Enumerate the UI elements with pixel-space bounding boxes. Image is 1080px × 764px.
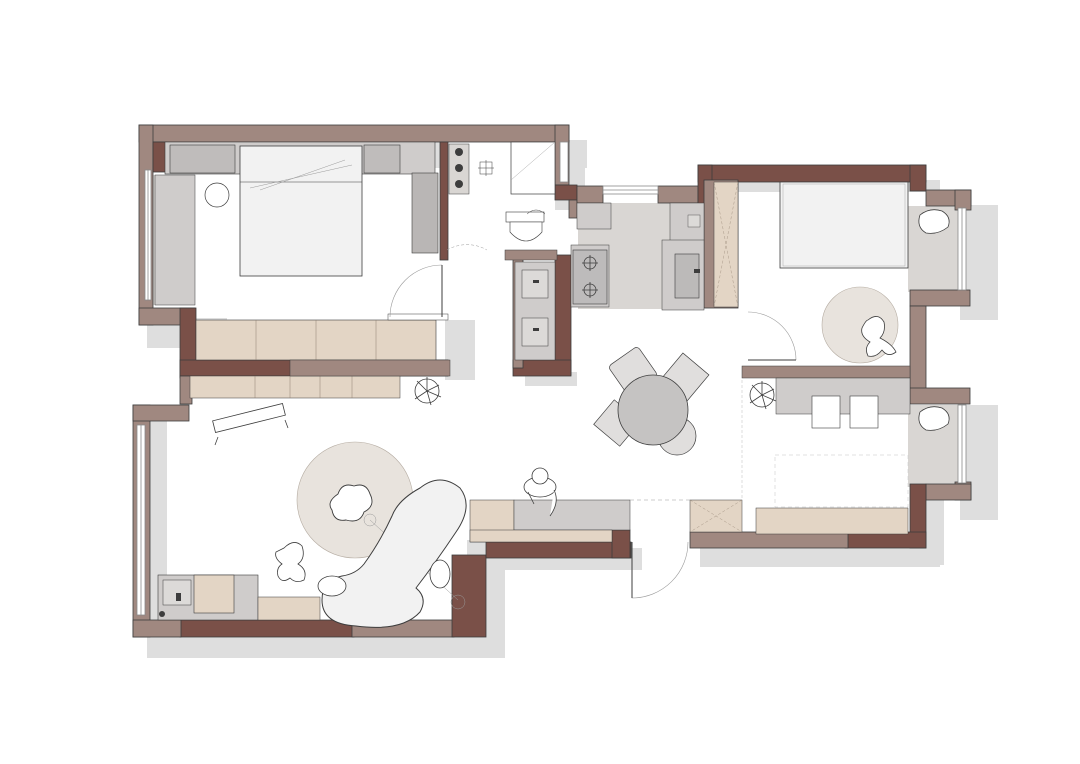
hallway-shelving [189,375,401,399]
study-chair-2 [849,395,879,429]
toilet-bowl [509,221,543,242]
study-chair-1 [811,395,841,429]
bedroom-plant-top [918,209,950,234]
study-desk [775,377,911,415]
wall-small-bedroom-top [697,164,927,183]
sink-basin-2 [521,317,549,347]
bedroom-large [154,141,449,361]
coffee-table [329,484,373,522]
bathroom [446,141,558,361]
sink-basin-1 [521,269,549,299]
burners [582,255,598,298]
bedroom-plant-bottom [918,406,950,431]
curved-sofa [321,479,467,628]
wall-living-bottom [179,619,355,638]
wall-kitchen-left [554,254,572,376]
single-bed [779,181,909,269]
plant-hallway [414,377,442,406]
toy-rug-living [275,542,306,582]
windows [136,141,967,616]
bedroom-desk [411,172,439,254]
entry-door-swing [631,541,689,599]
vanity-counter [504,249,558,261]
wall-bathroom-left [439,141,449,261]
small-bedroom-door-swing [747,311,797,361]
person-topview [523,467,557,517]
bedroom-door-swing [389,264,443,318]
wall-kitchen-top [576,185,604,204]
bedroom-bay-seat [154,174,196,306]
entry-bench [212,402,289,446]
bedroom-small [747,181,950,431]
kitchen-counter-top [576,202,612,230]
study-shelf-top [741,365,911,379]
window-bathroom-top [559,141,569,183]
bedside-lamp [204,182,230,208]
dining-area [593,347,710,456]
entry-counter [513,499,631,531]
fridge [713,181,739,308]
floor-drain [478,160,494,176]
double-bed [239,145,363,277]
kitchen [570,181,739,311]
living-room [157,441,467,628]
bathroom-door-swing [446,244,488,251]
study-nook [741,365,911,535]
shower-tray [510,141,556,195]
nightstand-right [363,144,401,174]
toilet-tank [505,211,545,223]
entry [189,359,743,599]
built-in-bench [755,507,909,535]
dining-table [617,374,689,446]
nightstand-left [169,144,236,174]
wall-top-bedroom [138,124,570,143]
tv-console-box [193,574,235,614]
low-storage [257,596,321,621]
aquarium [162,579,192,606]
plant-study [749,381,777,410]
kitchen-sink [674,253,700,299]
toy-rug-bedroom [861,316,897,357]
